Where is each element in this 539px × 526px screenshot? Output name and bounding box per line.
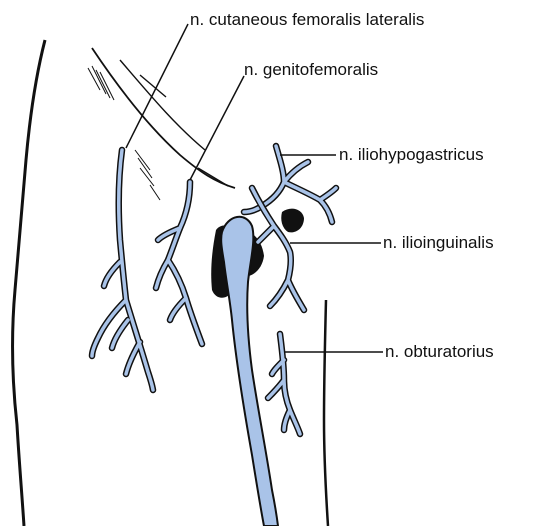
nerve-genitofemoralis — [156, 182, 202, 344]
label-obturatorius: n. obturatorius — [385, 343, 494, 360]
label-ilioinguinalis: n. ilioinguinalis — [383, 234, 494, 251]
body-outline-right — [324, 300, 328, 526]
lymph-node-dark — [281, 209, 304, 233]
nerve-cutaneous-femoralis-lateralis-fill — [92, 150, 153, 390]
label-iliohypogastricus: n. iliohypogastricus — [339, 146, 484, 163]
label-genitofemoralis: n. genitofemoralis — [244, 61, 378, 78]
hatch-lines — [88, 66, 160, 200]
leader-cutaneous-femoralis-lateralis — [126, 24, 188, 148]
inguinal-line-1 — [92, 48, 235, 188]
leader-genitofemoralis — [190, 76, 244, 180]
inguinal-line-4 — [198, 168, 228, 186]
label-cutaneous-femoralis-lateralis: n. cutaneous femoralis lateralis — [190, 11, 424, 28]
body-outline-left — [13, 40, 45, 526]
femoral-nerve-trunk — [221, 217, 278, 526]
